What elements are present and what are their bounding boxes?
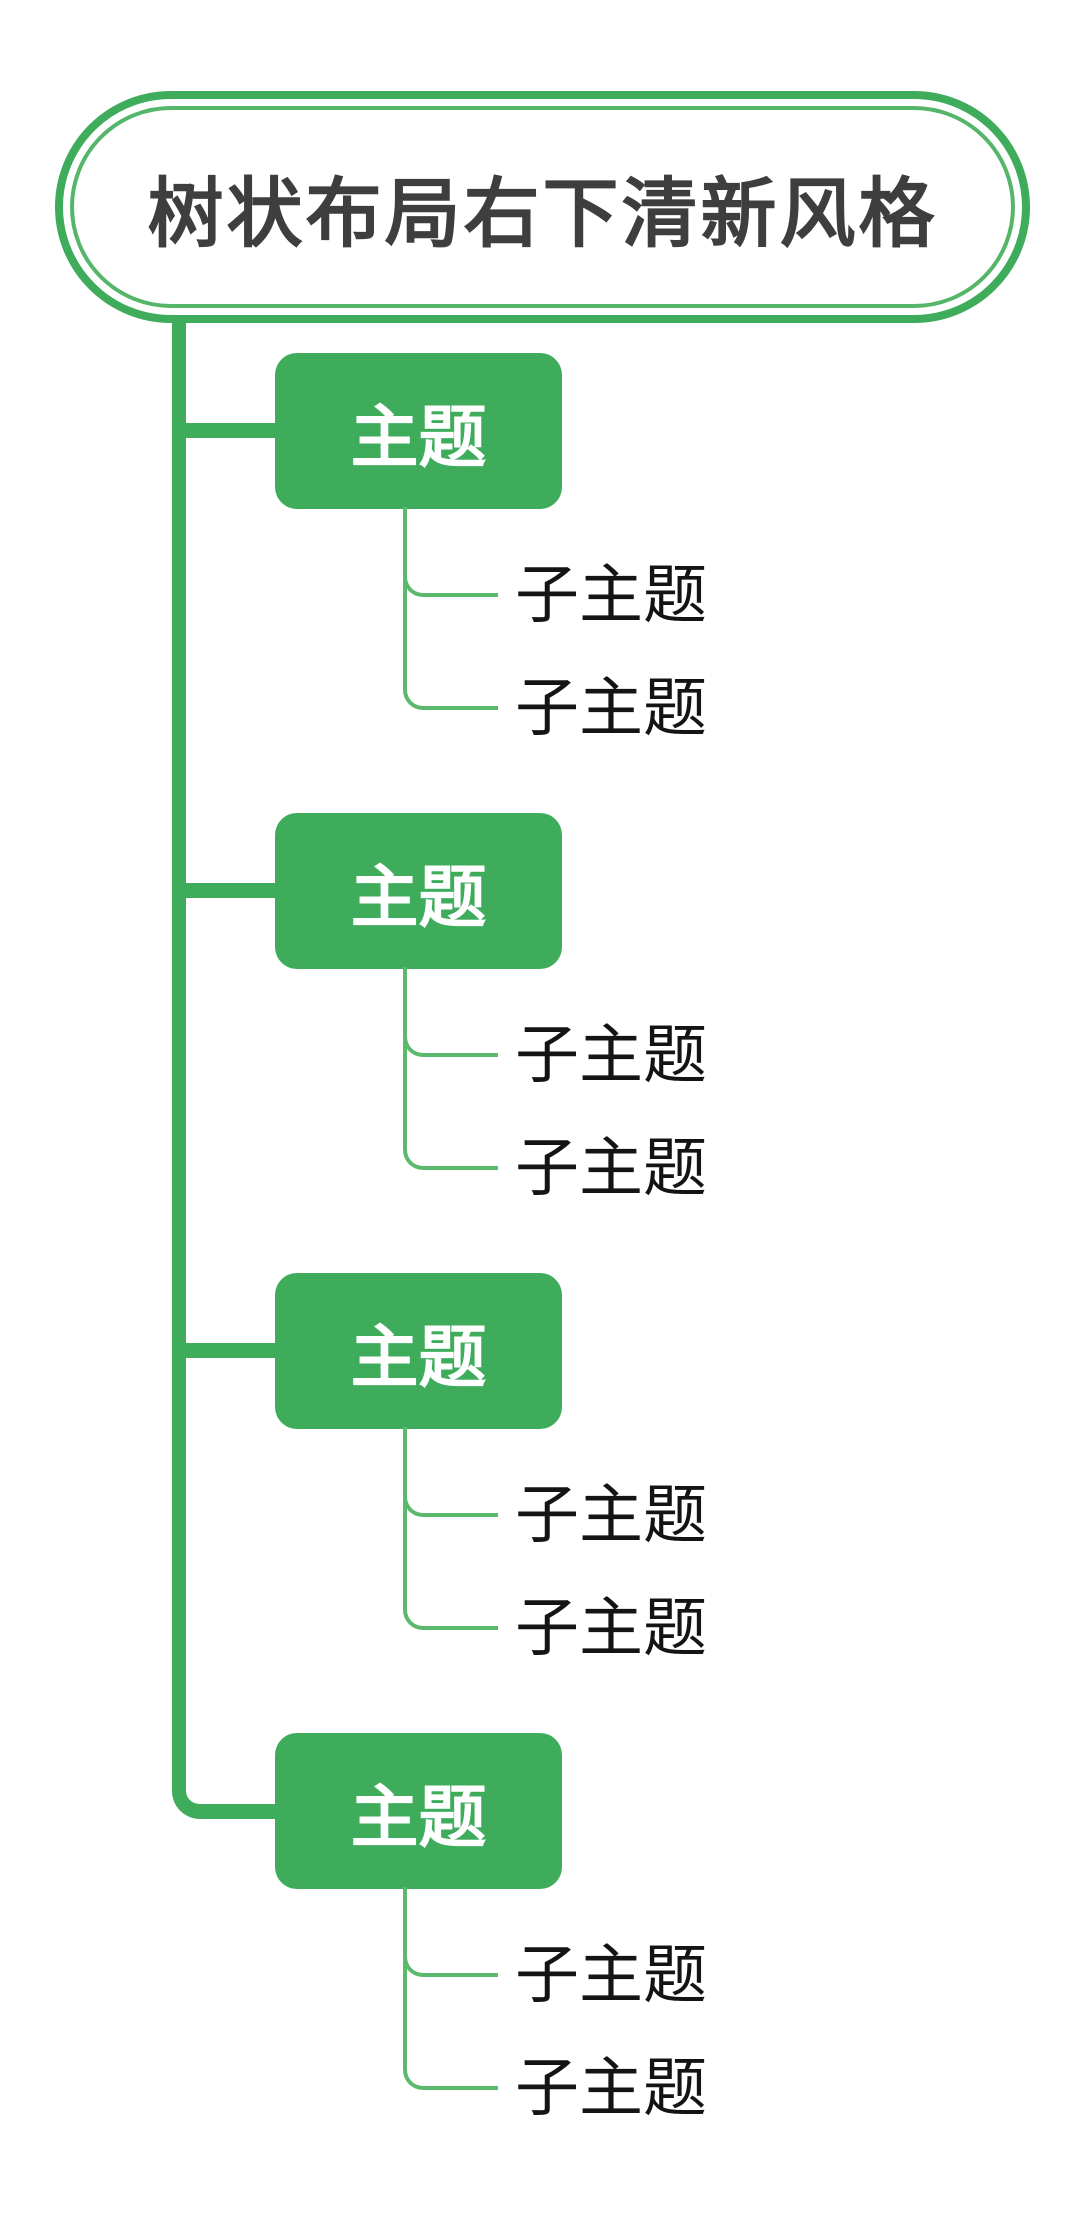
subtopic-node[interactable]: 子主题 [515,559,707,631]
subtopic-node[interactable]: 子主题 [515,1019,707,1091]
subtopic-node[interactable]: 子主题 [515,1479,707,1551]
subtopic-connector [403,1427,498,1630]
topic-node[interactable]: 主题 [275,353,562,509]
trunk-line [172,316,186,1766]
branch-line [172,1343,277,1358]
topic-label: 主题 [350,1779,487,1856]
subtopic-node[interactable]: 子主题 [515,1132,707,1204]
subtopic-connector [403,507,498,710]
topic-node[interactable]: 主题 [275,813,562,969]
subtopic-connector [403,1887,498,2090]
subtopic-node[interactable]: 子主题 [515,1592,707,1664]
topic-label: 主题 [350,859,487,936]
topic-label: 主题 [350,399,487,476]
branch-line [172,883,277,898]
root-topic-label: 树状布局右下清新风格 [147,172,938,257]
root-topic-node[interactable]: 树状布局右下清新风格 [55,91,1030,323]
subtopic-node[interactable]: 子主题 [515,2052,707,2124]
subtopic-node[interactable]: 子主题 [515,672,707,744]
branch-line [172,423,277,438]
subtopic-node[interactable]: 子主题 [515,1939,707,2011]
topic-node[interactable]: 主题 [275,1273,562,1429]
topic-node[interactable]: 主题 [275,1733,562,1889]
topic-label: 主题 [350,1319,487,1396]
subtopic-connector [403,967,498,1170]
trunk-elbow-line [172,1765,277,1819]
